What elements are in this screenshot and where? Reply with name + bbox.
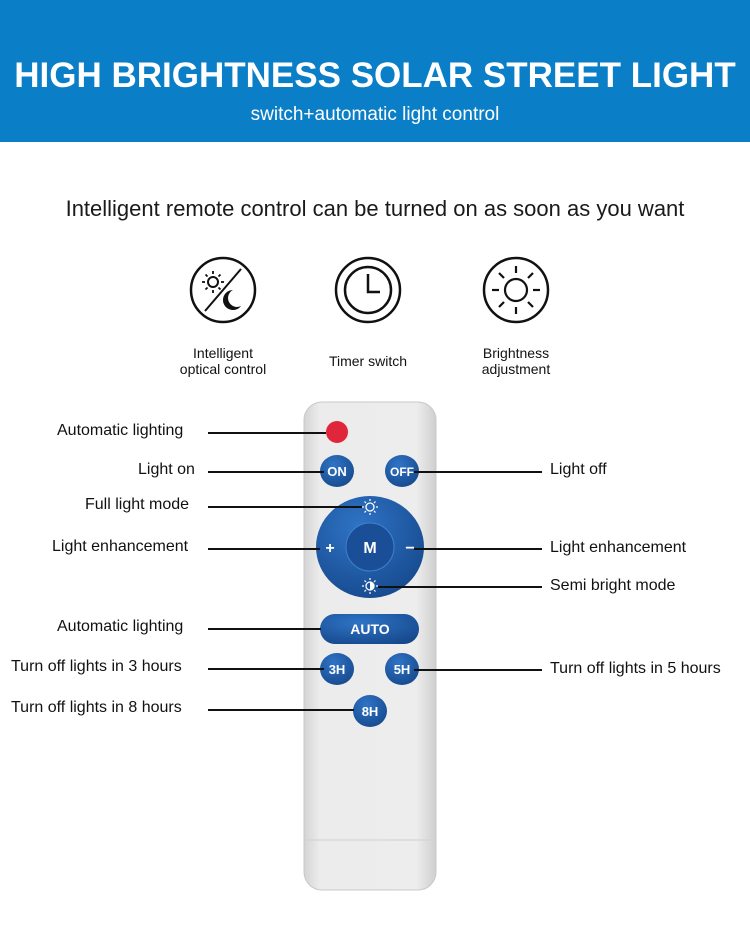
timer-3h-button[interactable]: 3H	[320, 653, 354, 685]
banner-title: HIGH BRIGHTNESS SOLAR STREET LIGHT	[14, 56, 736, 95]
callout-automatic-lighting: Automatic lighting	[57, 422, 184, 439]
callout-light-on: Light on	[138, 461, 195, 478]
feature-label: Timer switch	[328, 353, 408, 369]
callout-line	[208, 471, 324, 473]
callout-line	[208, 432, 326, 434]
callout-light-off: Light off	[550, 461, 607, 478]
m-button[interactable]: M	[363, 540, 376, 557]
feature-label: Brightness	[482, 345, 550, 361]
header-banner: HIGH BRIGHTNESS SOLAR STREET LIGHT switc…	[0, 0, 750, 142]
callout-turn-off-5h: Turn off lights in 5 hours	[550, 660, 721, 677]
day-night-icon	[189, 256, 257, 324]
banner-subtitle: switch+automatic light control	[250, 104, 500, 125]
callout-line	[378, 586, 542, 588]
headline: Intelligent remote control can be turned…	[65, 196, 685, 221]
svg-text:OFF: OFF	[390, 465, 414, 479]
callout-line	[414, 471, 542, 473]
feature-label: optical control	[179, 361, 267, 377]
full-light-icon[interactable]	[362, 499, 378, 515]
callout-full-light-mode: Full light mode	[85, 496, 190, 513]
mode-dial[interactable]	[316, 496, 424, 598]
feature-optical-control: Intelligent optical control	[148, 256, 298, 377]
feature-brightness: Brightness adjustment	[441, 256, 591, 377]
callout-turn-off-3h: Turn off lights in 3 hours	[11, 658, 182, 675]
svg-text:3H: 3H	[329, 662, 346, 677]
indicator-light	[326, 421, 348, 443]
timer-5h-button[interactable]: 5H	[385, 653, 419, 685]
plus-button[interactable]: +	[325, 540, 334, 557]
callout-line	[208, 548, 320, 550]
callout-automatic-lighting-mid: Automatic lighting	[57, 618, 184, 635]
svg-text:ON: ON	[327, 464, 347, 479]
feature-timer-switch: Timer switch	[293, 256, 443, 369]
semi-bright-icon[interactable]	[362, 578, 378, 594]
feature-label: adjustment	[481, 361, 551, 377]
callout-light-enhancement-right: Light enhancement	[550, 539, 687, 556]
minus-button[interactable]: −	[405, 540, 414, 557]
callout-line	[208, 628, 321, 630]
callout-line	[414, 669, 542, 671]
callout-line	[208, 506, 362, 508]
off-button[interactable]: OFF	[385, 455, 419, 487]
timer-8h-button[interactable]: 8H	[353, 695, 387, 727]
callout-line	[208, 668, 324, 670]
callout-line	[414, 548, 542, 550]
svg-text:8H: 8H	[362, 704, 379, 719]
clock-icon	[334, 256, 402, 324]
sun-icon	[482, 256, 550, 324]
on-button[interactable]: ON	[320, 455, 354, 487]
callout-line	[208, 709, 354, 711]
svg-text:AUTO: AUTO	[350, 621, 390, 637]
feature-label: Intelligent	[193, 345, 253, 361]
callout-light-enhancement-left: Light enhancement	[52, 538, 189, 555]
callout-semi-bright-mode: Semi bright mode	[550, 577, 676, 594]
svg-text:5H: 5H	[394, 662, 411, 677]
auto-button[interactable]: AUTO	[320, 614, 419, 644]
callout-turn-off-8h: Turn off lights in 8 hours	[11, 699, 182, 716]
